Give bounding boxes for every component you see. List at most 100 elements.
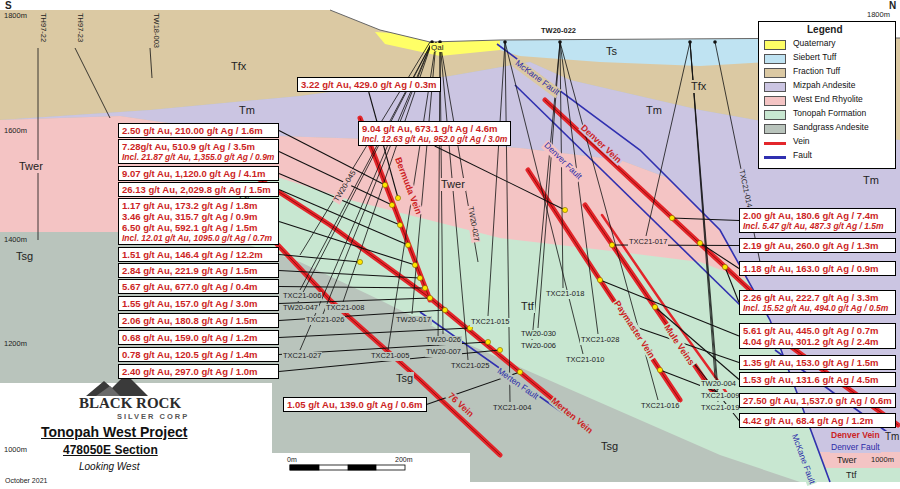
- drill-hole-label: TXC21-008: [325, 304, 365, 313]
- drill-hole-label: TXC21-017: [628, 238, 668, 247]
- assay-text: 2.00 g/t Au, 180.6 g/t Ag / 7.4m: [743, 210, 892, 221]
- elevation-label: 1000m: [3, 446, 28, 455]
- drill-hole-label: TW20-007: [425, 348, 462, 357]
- assay-text: 7.28g/t Au, 510.9 g/t Ag / 3.5m: [122, 141, 275, 152]
- legend-text: West End Rhyolite: [792, 95, 864, 105]
- vein: [240, 100, 898, 455]
- drill-hole-label: TXC21-019: [700, 404, 740, 413]
- intercept-marker: [397, 222, 402, 227]
- drill-hole: [75, 48, 110, 118]
- intercept-marker: [669, 215, 674, 220]
- assay-text: 1.55 g/t Au, 157.0 g/t Ag / 3.0m: [122, 298, 275, 309]
- assay-callout: 1.35 g/t Au, 153.0 g/t Ag / 1.5m: [739, 355, 896, 370]
- legend-text: Fraction Tuff: [792, 67, 841, 77]
- assay-text: 2.26 g/t Au, 222.7 g/t Ag / 3.3m: [743, 292, 892, 303]
- assay-text: 0.78 g/t Au, 120.5 g/t Ag / 1.4m: [122, 349, 275, 360]
- vein: [240, 205, 500, 455]
- leader-line: [279, 350, 500, 372]
- assay-text: 2.19 g/t Au, 260.0 g/t Ag / 1.3m: [743, 240, 892, 251]
- drill-hole-label: TXC21-009: [700, 392, 740, 401]
- assay-text: 26.13 g/t Au, 2,029.8 g/t Ag / 1.5m: [122, 184, 275, 195]
- assay-text: 3.22 g/t Au, 429.0 g/t Ag / 0.3m: [301, 79, 437, 90]
- elevation-label: 1800m: [866, 11, 891, 20]
- drill-hole-label: TXC21-015: [470, 318, 510, 327]
- legend-line-sample: [764, 142, 786, 145]
- unit-label: Tm: [862, 174, 880, 187]
- assay-text: 9.04 g/t Au, 673.1 g/t Ag / 4.6m: [362, 123, 507, 134]
- unit-label: Twer: [836, 455, 858, 465]
- fault-label: Denver Fault: [830, 443, 881, 453]
- drill-hole-label: TXC21-025: [450, 362, 490, 371]
- drill-hole: [505, 42, 510, 402]
- intercept-marker: [422, 285, 427, 290]
- leader-line: [672, 218, 739, 221]
- leader-line: [725, 267, 739, 303]
- assay-callout: 1.17 g/t Au, 173.2 g/t Ag / 1.8m3.46 g/t…: [118, 198, 279, 245]
- scale-bar: [290, 465, 319, 470]
- assay-text: 2.06 g/t Au, 180.8 g/t Ag / 1.5m: [122, 315, 275, 326]
- assay-callout: 3.22 g/t Au, 429.0 g/t Ag / 0.3m: [297, 77, 441, 92]
- intercept-marker: [657, 367, 662, 372]
- assay-callout: 1.18 g/t Au, 163.0 g/t Ag / 0.9m: [739, 261, 896, 276]
- legend-swatch: [764, 82, 786, 92]
- drill-hole-label: TXC21-005: [370, 352, 410, 361]
- fault-line: [515, 85, 740, 305]
- intercept-marker: [427, 295, 432, 300]
- drill-hole: [690, 42, 718, 402]
- elevation-label: 1800m: [3, 12, 28, 21]
- compass-label: N: [888, 0, 897, 12]
- unit-label: Ttf: [845, 470, 858, 480]
- drill-collar: [430, 40, 717, 44]
- assay-callout: 1.05 g/t Au, 139.0 g/t Ag / 0.6m: [283, 397, 427, 412]
- assay-text: 27.50 g/t Au, 1,537.0 g/t Ag / 0.6m: [743, 395, 892, 406]
- assay-text: 0.68 g/t Au, 159.0 g/t Ag / 1.2m: [122, 332, 275, 343]
- unit-label: Qal: [430, 43, 444, 52]
- drill-hole-label: TW20-030: [520, 330, 557, 339]
- assay-text: Incl. 15.52 g/t Au, 494.0 g/t Ag / 0.5m: [743, 303, 892, 313]
- unit-label: Tsg: [395, 372, 414, 385]
- intercept-marker: [412, 262, 417, 267]
- assay-callout: 0.68 g/t Au, 159.0 g/t Ag / 1.2m: [118, 330, 279, 345]
- intercept-marker: [417, 275, 422, 280]
- assay-callout: 2.00 g/t Au, 180.6 g/t Ag / 7.4mIncl. 5.…: [739, 208, 896, 233]
- assay-text: 4.42 g/t Au, 68.4 g/t Ag / 1.2m: [743, 415, 892, 426]
- drill-hole-label: TXC21-027: [282, 352, 322, 361]
- unit-label: Twer: [440, 178, 466, 191]
- assay-text: 1.53 g/t Au, 131.6 g/t Ag / 4.5m: [743, 374, 892, 385]
- assay-text: 2.50 g/t Au, 210.00 g/t Ag / 1.6m: [122, 125, 275, 136]
- legend-swatch: [764, 110, 786, 120]
- assay-text: 1.17 g/t Au, 173.2 g/t Ag / 1.8m: [122, 200, 275, 211]
- assay-text: 1.05 g/t Au, 139.0 g/t Ag / 0.6m: [287, 399, 423, 410]
- unit-label: Tm: [884, 431, 900, 443]
- diagram-title: Tonopah West Project: [40, 424, 189, 440]
- intercept-marker: [382, 182, 387, 187]
- title-block: [0, 383, 470, 489]
- vein: [528, 170, 680, 400]
- leader-line: [435, 146, 565, 210]
- scale-bar: [290, 465, 405, 470]
- drill-hole: [38, 48, 39, 240]
- title-block: [0, 383, 272, 489]
- elevation-label: 1400m: [3, 236, 28, 245]
- assay-text: 4.04 g/t Au, 301.2 g/t Ag / 2.4m: [743, 336, 892, 347]
- elevation-label: 1200m: [3, 340, 28, 349]
- vein: [240, 100, 898, 455]
- legend-swatch: [764, 40, 786, 50]
- assay-callout: 1.55 g/t Au, 157.0 g/t Ag / 3.0m: [118, 296, 279, 311]
- unit-label: Ttf: [520, 300, 535, 313]
- legend-text: Siebert Tuff: [792, 53, 837, 63]
- drill-hole-label: TH97-22: [38, 12, 47, 43]
- assay-text: Incl. 21.87 g/t Au, 1,355.0 g/t Ag / 0.9…: [122, 152, 275, 162]
- view-direction: Looking West: [78, 461, 140, 473]
- intercept-marker: [395, 195, 400, 200]
- legend-line-sample: [764, 156, 786, 159]
- intercept-marker: [357, 259, 362, 264]
- drill-hole-label: TW20-022: [540, 27, 577, 36]
- assay-text: 3.46 g/t Au, 315.7 g/t Ag / 0.9m: [122, 211, 275, 222]
- leader-line: [279, 255, 360, 263]
- intercept-marker: [389, 202, 394, 207]
- assay-callout: 2.19 g/t Au, 260.0 g/t Ag / 1.3m: [739, 238, 896, 253]
- drill-hole-label: TW20-026: [425, 336, 462, 345]
- assay-text: 9.07 g/t Au, 1,120.0 g/t Ag / 4.1m: [122, 168, 275, 179]
- intercept-marker: [652, 304, 657, 309]
